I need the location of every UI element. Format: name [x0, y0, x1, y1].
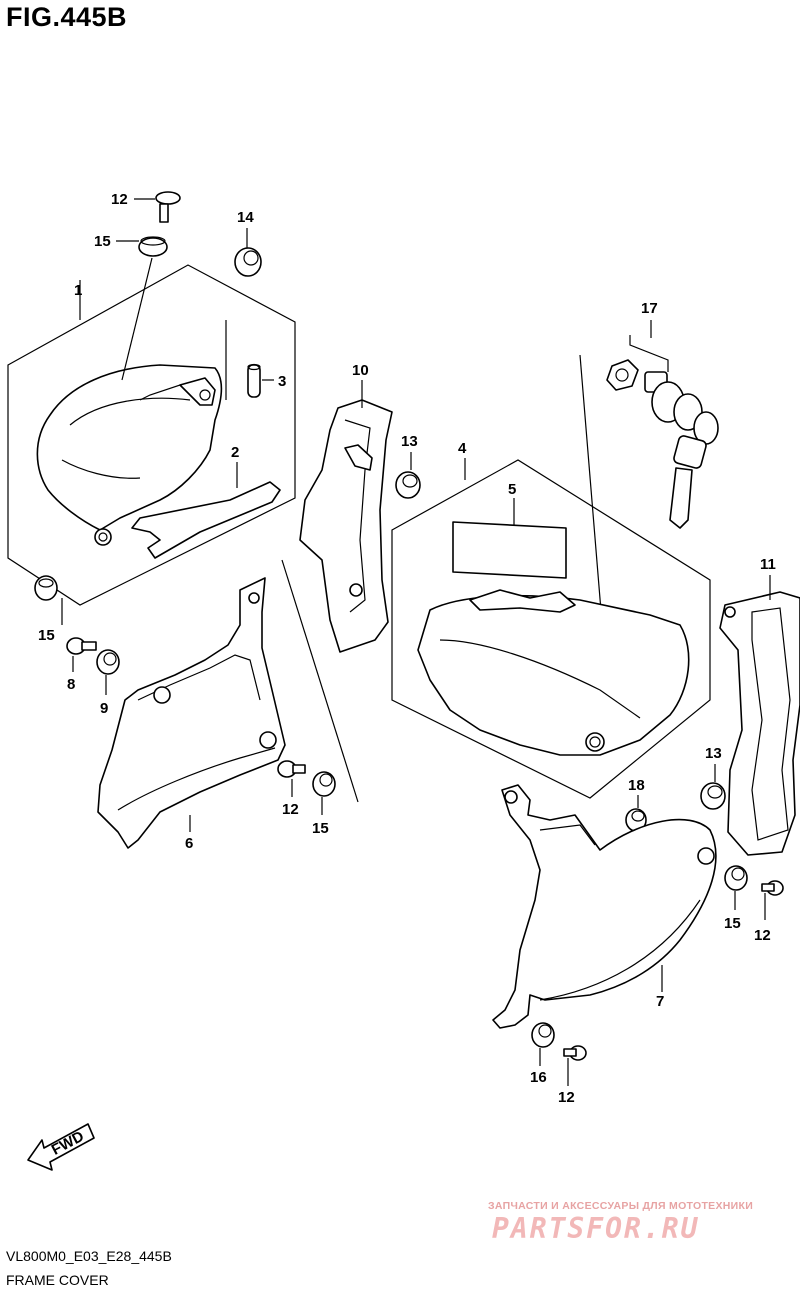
part-16-grommet[interactable] — [531, 1022, 555, 1048]
callout-7: 7 — [656, 993, 664, 1010]
part-17-lock-set[interactable] — [606, 359, 719, 529]
part-8-screw[interactable] — [66, 637, 97, 655]
callout-18: 18 — [628, 777, 645, 794]
callout-12-right: 12 — [754, 927, 771, 944]
part-4-right-frame-cover[interactable] — [417, 589, 690, 756]
callout-10: 10 — [352, 362, 369, 379]
part-5-label[interactable] — [452, 521, 567, 579]
callout-12-top: 12 — [111, 191, 128, 208]
callout-15-top: 15 — [94, 233, 111, 250]
part-12-screw-right[interactable] — [761, 880, 784, 896]
part-15-grommet-right[interactable] — [724, 865, 748, 891]
callout-14: 14 — [237, 209, 254, 226]
callout-16: 16 — [530, 1069, 547, 1086]
section-name: FRAME COVER — [6, 1272, 109, 1288]
callout-5: 5 — [508, 481, 516, 498]
callout-13-center: 13 — [401, 433, 418, 450]
callout-1: 1 — [74, 282, 82, 299]
part-14-grommet[interactable] — [234, 247, 262, 277]
part-1-left-frame-cover[interactable] — [36, 364, 223, 546]
callout-17: 17 — [641, 300, 658, 317]
part-7-right-side-cover[interactable] — [492, 784, 717, 1029]
assembly-frame-1 — [7, 264, 296, 606]
watermark-logo: PARTSFOR.RU — [492, 1212, 700, 1245]
part-11-right-bracket[interactable] — [719, 591, 800, 856]
callout-12-middle: 12 — [282, 801, 299, 818]
callout-15-right: 15 — [724, 915, 741, 932]
part-15-grommet-top[interactable] — [138, 236, 168, 257]
part-13-grommet-center[interactable] — [395, 471, 421, 499]
callout-4: 4 — [458, 440, 467, 457]
part-6-lower-left-cover[interactable] — [97, 577, 286, 849]
callout-8: 8 — [67, 676, 75, 693]
part-13-grommet-right[interactable] — [700, 782, 726, 810]
callout-12-bottom: 12 — [558, 1089, 575, 1106]
callout-2: 2 — [231, 444, 239, 461]
callout-15-left: 15 — [38, 627, 55, 644]
part-15-grommet-middle[interactable] — [312, 771, 336, 797]
part-12-screw-bottom[interactable] — [563, 1045, 587, 1061]
fwd-arrow-icon: FWD — [27, 1123, 95, 1171]
callout-13-right: 13 — [705, 745, 722, 762]
model-code: VL800M0_E03_E28_445B — [6, 1248, 172, 1264]
figure-title: FIG.445B — [6, 2, 128, 32]
part-2-cover-strip[interactable] — [131, 481, 281, 559]
assembly-frame-4 — [391, 459, 711, 799]
part-9-washer[interactable] — [96, 649, 120, 675]
part-12-screw-middle[interactable] — [277, 760, 306, 778]
callout-3: 3 — [278, 373, 286, 390]
fwd-label: FWD — [49, 1128, 87, 1159]
part-10-left-bracket[interactable] — [299, 399, 393, 653]
watermark-caption: ЗАПЧАСТИ И АКСЕССУАРЫ ДЛЯ МОТОТЕХНИКИ — [488, 1200, 754, 1212]
part-12-screw-top[interactable] — [155, 191, 181, 223]
callout-11: 11 — [760, 556, 776, 573]
callout-9: 9 — [100, 700, 108, 717]
callout-15-middle: 15 — [312, 820, 329, 837]
part-15-grommet-left[interactable] — [34, 575, 58, 601]
callout-6: 6 — [185, 835, 193, 852]
part-3-pin[interactable] — [247, 363, 261, 398]
